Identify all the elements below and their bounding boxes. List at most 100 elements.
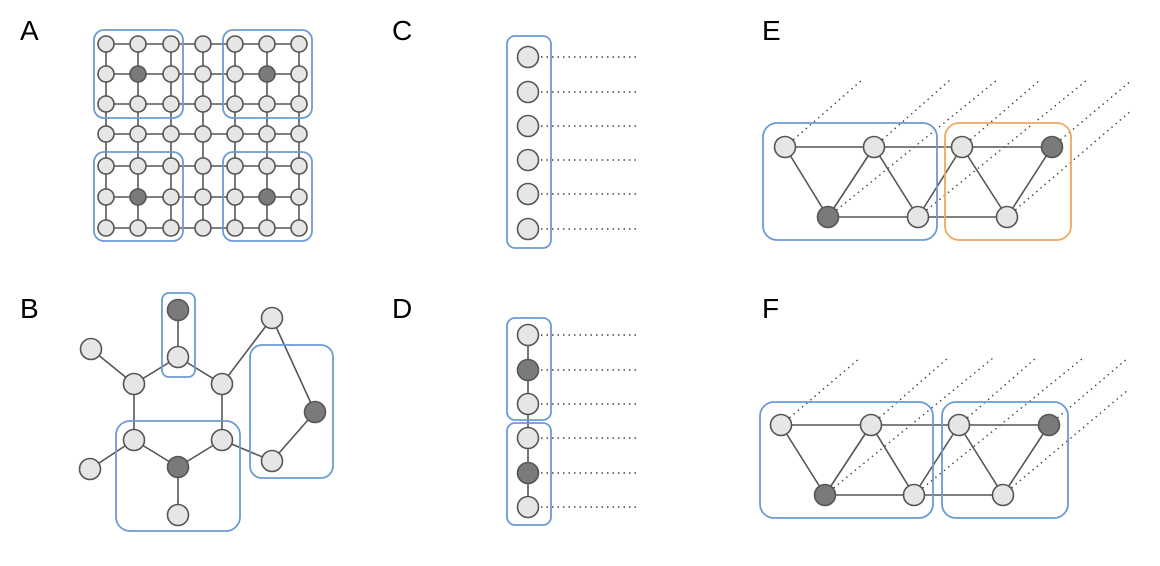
- panel-f-triangle-graph: [759, 357, 1129, 519]
- node-light: [902, 483, 926, 507]
- node-dark: [258, 188, 276, 206]
- node-light: [226, 219, 244, 237]
- dotted-connector: [780, 357, 861, 426]
- node-light: [516, 217, 540, 241]
- node-light: [194, 188, 212, 206]
- group-box: [944, 122, 1072, 241]
- node-light: [995, 205, 1019, 229]
- node-light: [516, 182, 540, 206]
- edge: [780, 424, 826, 496]
- group-box: [506, 317, 552, 421]
- edge: [1002, 424, 1050, 496]
- node-light: [258, 125, 276, 143]
- node-light: [129, 95, 147, 113]
- node-light: [79, 337, 103, 361]
- panel-e-triangle-graph: [762, 79, 1133, 241]
- node-light: [97, 95, 115, 113]
- node-light: [773, 135, 797, 159]
- node-light: [226, 65, 244, 83]
- panel-label-c: C: [392, 15, 412, 46]
- edge: [1006, 146, 1053, 218]
- node-light: [226, 125, 244, 143]
- node-light: [194, 125, 212, 143]
- group-box: [93, 151, 184, 242]
- node-light: [516, 45, 540, 69]
- node-light: [194, 35, 212, 53]
- node-light: [162, 125, 180, 143]
- node-dark: [516, 358, 540, 382]
- node-light: [162, 35, 180, 53]
- group-box: [506, 35, 552, 249]
- panel-label-d: D: [392, 293, 412, 324]
- node-light: [129, 35, 147, 53]
- edge: [913, 424, 960, 496]
- node-light: [194, 95, 212, 113]
- node-light: [129, 125, 147, 143]
- node-dark: [516, 461, 540, 485]
- node-light: [162, 188, 180, 206]
- node-light: [516, 426, 540, 450]
- panel-label-e: E: [762, 15, 781, 46]
- node-light: [290, 188, 308, 206]
- node-light: [210, 372, 234, 396]
- panel-label-b: B: [20, 293, 39, 324]
- panel-label-a: A: [20, 15, 39, 46]
- node-light: [194, 65, 212, 83]
- dotted-connector: [784, 79, 863, 148]
- node-light: [258, 219, 276, 237]
- node-light: [260, 449, 284, 473]
- node-light: [516, 148, 540, 172]
- node-dark: [816, 205, 840, 229]
- node-light: [194, 157, 212, 175]
- dotted-connector: [873, 79, 951, 148]
- node-dark: [1037, 413, 1061, 437]
- edge: [784, 146, 829, 218]
- dotted-connector: [1002, 389, 1129, 496]
- node-light: [97, 188, 115, 206]
- node-light: [258, 35, 276, 53]
- node-light: [162, 219, 180, 237]
- panel-label-f: F: [762, 293, 779, 324]
- node-dark: [1040, 135, 1064, 159]
- node-light: [166, 503, 190, 527]
- node-light: [991, 483, 1015, 507]
- node-light: [97, 125, 115, 143]
- node-light: [260, 306, 284, 330]
- node-light: [516, 323, 540, 347]
- node-light: [516, 114, 540, 138]
- node-light: [947, 413, 971, 437]
- node-dark: [129, 188, 147, 206]
- edge: [824, 424, 872, 496]
- node-light: [129, 219, 147, 237]
- node-light: [516, 80, 540, 104]
- group-box: [115, 420, 241, 532]
- node-light: [859, 413, 883, 437]
- node-light: [194, 219, 212, 237]
- node-light: [226, 157, 244, 175]
- node-dark: [813, 483, 837, 507]
- node-light: [78, 457, 102, 481]
- dotted-connector: [961, 79, 1041, 148]
- node-light: [226, 188, 244, 206]
- node-dark: [303, 400, 327, 424]
- group-box: [249, 344, 334, 479]
- node-light: [97, 219, 115, 237]
- node-light: [166, 345, 190, 369]
- panel-b-molecule-graph: [78, 292, 334, 532]
- node-dark: [166, 298, 190, 322]
- group-box: [941, 401, 1069, 519]
- node-light: [210, 428, 234, 452]
- node-light: [162, 157, 180, 175]
- node-light: [290, 35, 308, 53]
- node-light: [516, 495, 540, 519]
- dotted-connector: [870, 357, 949, 426]
- edge: [870, 424, 915, 496]
- node-light: [516, 392, 540, 416]
- node-light: [122, 428, 146, 452]
- edge: [271, 317, 316, 413]
- dotted-connector: [1006, 109, 1133, 218]
- node-light: [97, 65, 115, 83]
- dotted-connector: [1051, 79, 1133, 148]
- node-dark: [129, 65, 147, 83]
